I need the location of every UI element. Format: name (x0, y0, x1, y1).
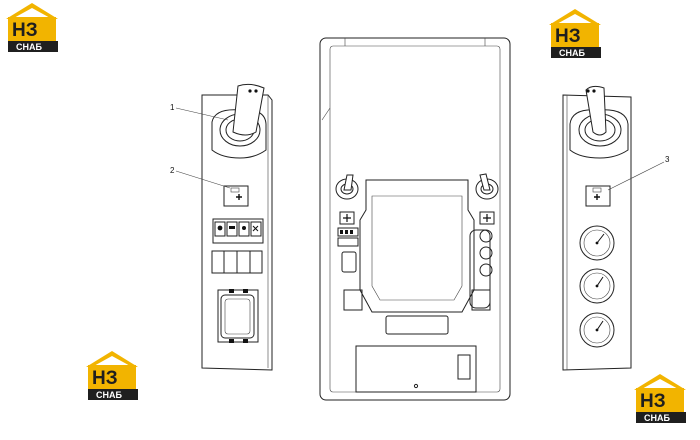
left-display-unit (217, 289, 259, 343)
cab-right-joystick (475, 173, 499, 200)
svg-text:СНАБ: СНАБ (16, 42, 42, 52)
callout-3: 3 (607, 155, 670, 191)
left-switch-row (211, 250, 263, 274)
right-gauge-2 (579, 268, 615, 304)
svg-text:НЗ: НЗ (640, 391, 666, 412)
svg-text:3: 3 (665, 155, 670, 164)
cab-left-controls (337, 211, 359, 273)
svg-text:НЗ: НЗ (555, 26, 581, 47)
cab-seat (343, 179, 491, 335)
right-gauge-1 (579, 225, 615, 261)
right-control-switch (585, 185, 611, 207)
watermark-logo: НЗ СНАБ (549, 9, 601, 58)
svg-text:НЗ: НЗ (12, 20, 38, 41)
cab-floor-plate (355, 345, 477, 393)
watermark-logo: НЗ СНАБ (6, 3, 58, 52)
left-joystick (211, 83, 267, 159)
svg-text:1: 1 (170, 103, 175, 112)
right-console (562, 85, 632, 371)
watermark-logo: НЗ СНАБ (86, 351, 138, 400)
svg-text:СНАБ: СНАБ (96, 390, 122, 400)
svg-text:СНАБ: СНАБ (644, 413, 670, 423)
right-gauge-3 (579, 312, 615, 348)
svg-text:НЗ: НЗ (92, 368, 118, 389)
left-control-switch (223, 185, 249, 207)
cab-right-controls (479, 211, 495, 277)
svg-text:СНАБ: СНАБ (559, 48, 585, 58)
watermark-logo: НЗ СНАБ (634, 374, 686, 423)
callout-2: 2 (170, 166, 231, 189)
callout-1: 1 (170, 103, 229, 121)
cab-top-view (319, 37, 511, 401)
right-joystick (569, 85, 629, 159)
left-button-strip (212, 218, 264, 244)
cab-left-joystick (335, 174, 359, 200)
svg-text:2: 2 (170, 166, 175, 175)
left-console (201, 83, 273, 371)
